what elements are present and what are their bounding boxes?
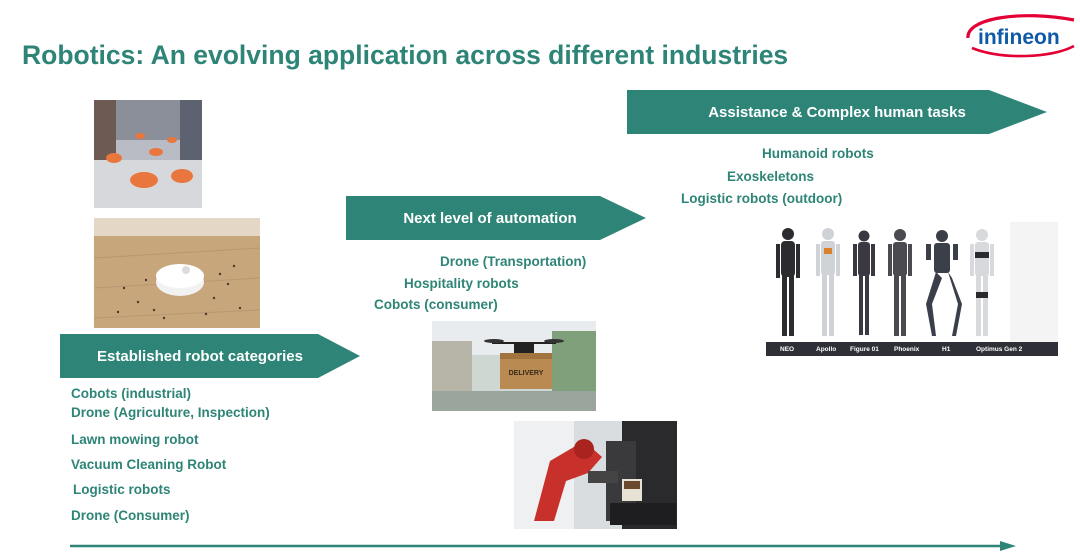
stage-heading-established: Established robot categories — [97, 347, 303, 365]
vacuum-robot-photo — [94, 218, 260, 328]
humanoid-name: H1 — [942, 345, 951, 353]
coffee-cobot-photo — [514, 421, 677, 529]
humanoid-name: Apollo — [816, 345, 837, 353]
category-item: Logistic robots — [73, 482, 171, 497]
slide-title: Robotics: An evolving application across… — [22, 40, 789, 70]
category-item: Drone (Agriculture, Inspection) — [71, 405, 270, 420]
stage-heading-assistance: Assistance & Complex human tasks — [708, 103, 966, 121]
category-item: Cobots (consumer) — [374, 297, 498, 312]
warehouse-robots-photo — [94, 100, 202, 208]
stage-arrow-next-level: Next level of automation — [346, 196, 646, 240]
humanoid-name: Figure 01 — [850, 345, 879, 353]
category-item: Humanoid robots — [762, 146, 874, 161]
humanoid-specs-legend — [1010, 222, 1058, 342]
humanoid-names-bar: NEO Apollo Figure 01 Phoenix H1 Optimus … — [766, 342, 1058, 356]
delivery-drone-photo: DELIVERY — [432, 321, 596, 411]
drone-box-label: DELIVERY — [509, 370, 544, 377]
stage-arrow-established: Established robot categories — [60, 334, 360, 378]
category-item: Lawn mowing robot — [71, 432, 199, 447]
category-item: Drone (Consumer) — [71, 508, 190, 523]
timeline-arrow — [70, 541, 1016, 551]
stage-arrow-assistance: Assistance & Complex human tasks — [627, 90, 1047, 134]
stage-heading-next-level: Next level of automation — [403, 209, 577, 227]
category-item: Logistic robots (outdoor) — [681, 191, 843, 206]
humanoid-name: Phoenix — [894, 345, 920, 353]
humanoid-name: NEO — [780, 345, 795, 353]
svg-text:infineon: infineon — [978, 26, 1060, 49]
category-item: Cobots (industrial) — [71, 386, 191, 401]
humanoid-robots-photo — [766, 222, 1010, 342]
category-item: Hospitality robots — [404, 276, 519, 291]
category-item: Exoskeletons — [727, 169, 815, 184]
category-item: Vacuum Cleaning Robot — [71, 457, 227, 472]
humanoid-name: Optimus Gen 2 — [976, 345, 1023, 353]
category-item: Drone (Transportation) — [440, 254, 587, 269]
infineon-logo: infineon — [962, 8, 1078, 60]
